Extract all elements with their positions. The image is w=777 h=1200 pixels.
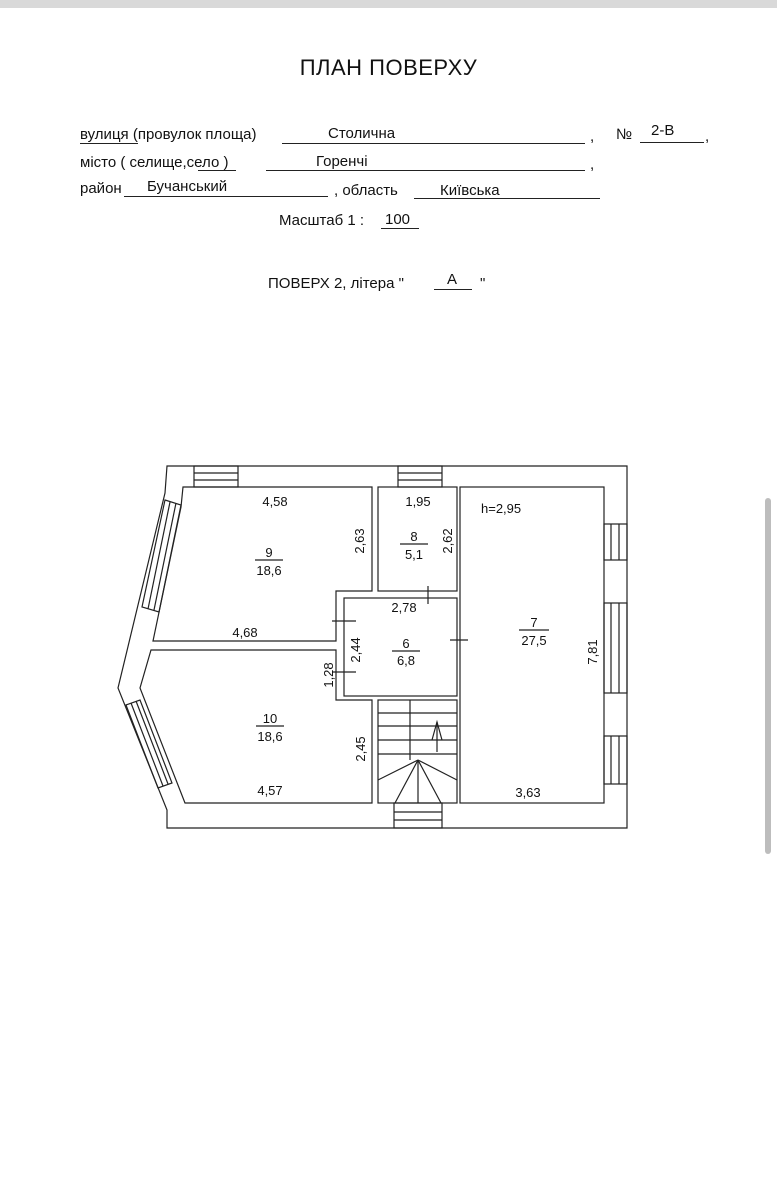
top-status-strip	[0, 0, 777, 8]
room-9-area: 18,6	[256, 563, 281, 578]
floor-underline	[434, 289, 472, 290]
room-6-number: 6	[402, 636, 409, 651]
room-10-number: 10	[263, 711, 277, 726]
floor-letter: А	[447, 271, 458, 288]
number-value: 2-В	[651, 122, 675, 139]
district-underline	[124, 196, 328, 197]
street-underline	[282, 143, 585, 144]
scale-value: 100	[385, 211, 411, 228]
room-10-outline	[139, 649, 373, 804]
region-label: , область	[334, 182, 398, 199]
room-6-outline	[343, 597, 458, 697]
street-label-underline	[80, 143, 138, 144]
room-7-area: 27,5	[521, 633, 546, 648]
dim-room10-gap: 1,28	[321, 662, 336, 687]
city-label-underline	[198, 170, 236, 171]
room-6-area: 6,8	[397, 653, 415, 668]
room-9-number: 9	[265, 545, 272, 560]
page-title: ПЛАН ПОВЕРХУ	[299, 55, 478, 80]
dim-room6-side: 2,44	[348, 637, 363, 662]
street-comma: ,	[590, 128, 595, 145]
floor-close-quote: "	[480, 275, 486, 292]
dim-room8-top: 1,95	[405, 494, 430, 509]
district-label: район	[80, 180, 122, 197]
city-underline	[266, 170, 585, 171]
dim-room7-side: 7,81	[585, 639, 600, 664]
room-7-number: 7	[530, 615, 537, 630]
street-value: Столична	[328, 125, 396, 142]
ceiling-height: h=2,95	[481, 501, 521, 516]
number-comma: ,	[705, 128, 710, 145]
number-underline	[640, 142, 704, 143]
district-value: Бучанський	[147, 178, 228, 195]
scale-underline	[381, 228, 419, 229]
city-comma: ,	[590, 156, 595, 173]
number-label: №	[616, 126, 633, 143]
dim-room10-side: 2,45	[353, 736, 368, 761]
dim-room7-bottom: 3,63	[515, 785, 540, 800]
room-8-number: 8	[410, 529, 417, 544]
region-value: Київська	[440, 182, 500, 199]
room-10-area: 18,6	[257, 729, 282, 744]
street-label: вулиця (провулок площа)	[80, 126, 257, 143]
city-label: місто ( селище,село )	[80, 154, 229, 171]
dim-room9-bottom: 4,68	[232, 625, 257, 640]
dim-room6-top: 2,78	[391, 600, 416, 615]
dim-room8-side: 2,62	[440, 528, 455, 553]
region-underline	[414, 198, 600, 199]
floor-plan: 9 18,6 8 5,1 7 27,5 6 6,8 10 18,6 h=2,95…	[117, 465, 628, 829]
vertical-scrollbar[interactable]	[765, 498, 771, 854]
scale-label: Масштаб 1 :	[279, 212, 365, 229]
room-8-area: 5,1	[405, 547, 423, 562]
dim-room9-top: 4,58	[262, 494, 287, 509]
dim-room10-bottom: 4,57	[257, 783, 282, 798]
city-value: Горенчі	[316, 153, 368, 170]
floor-label: ПОВЕРХ 2, літера "	[268, 275, 404, 292]
dim-room9-side: 2,63	[352, 528, 367, 553]
